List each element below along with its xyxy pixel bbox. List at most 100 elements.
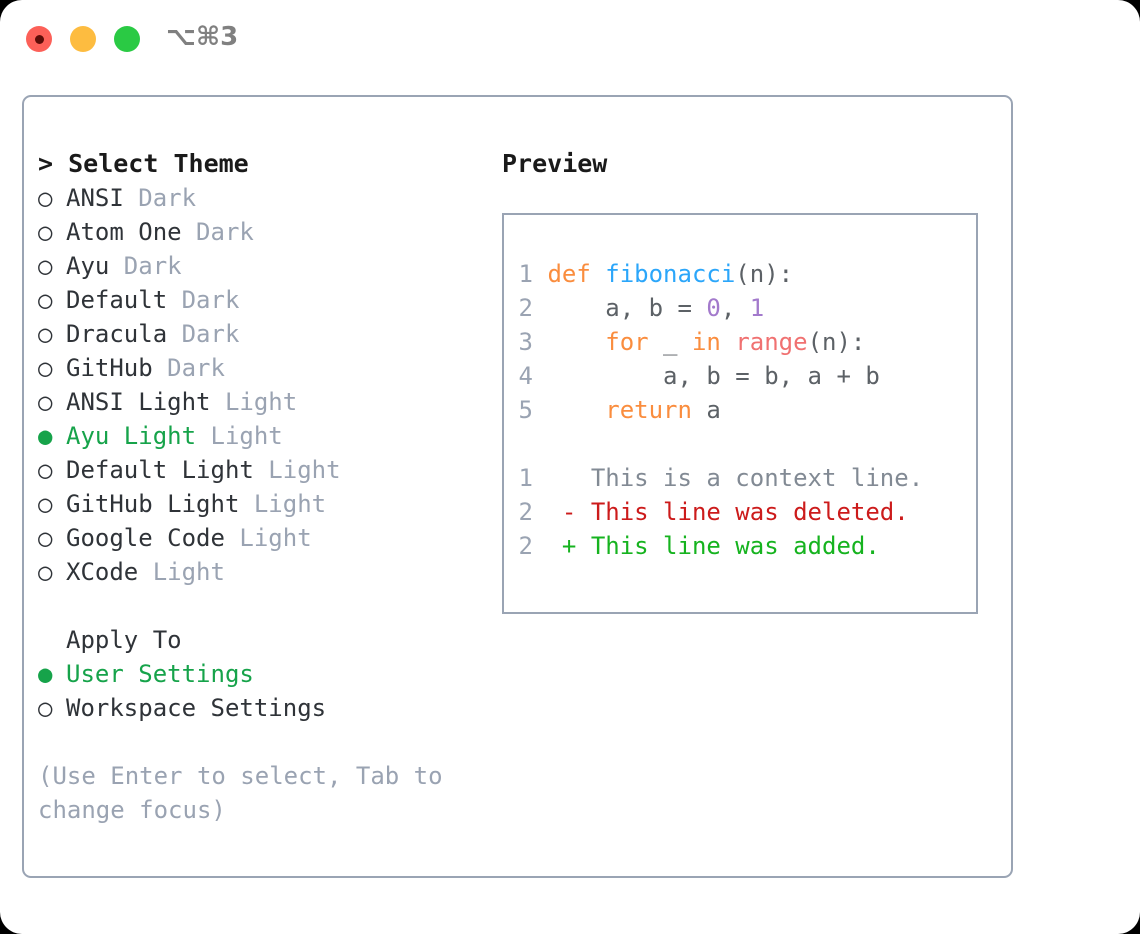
diff-line-number: 2 xyxy=(518,532,533,560)
theme-option-label: Atom One xyxy=(66,218,197,246)
diff-line-number: 1 xyxy=(518,464,533,492)
theme-option-variant: Light xyxy=(224,388,298,416)
theme-option-variant: Dark xyxy=(196,218,254,246)
diff-line-number: 2 xyxy=(518,498,533,526)
code-token: _ xyxy=(648,328,692,356)
theme-option-variant: Light xyxy=(253,490,327,518)
theme-option-ayu-light[interactable]: ● Ayu Light Light xyxy=(38,419,478,453)
theme-option-variant: Light xyxy=(239,524,312,552)
theme-option-variant: Dark xyxy=(181,286,240,314)
diff-marker: - xyxy=(561,498,591,526)
apply-to-option-list[interactable]: ● User Settings ○ Workspace Settings xyxy=(38,657,478,725)
apply-to-option-label: Workspace Settings xyxy=(66,694,327,722)
diff-text: This is a context line. xyxy=(590,464,924,492)
code-token xyxy=(547,328,605,356)
code-line-number: 1 xyxy=(518,260,533,288)
minimize-button-icon[interactable] xyxy=(70,26,96,52)
apply-to-section: Apply To ●User Settings○Workspace Settin… xyxy=(38,623,478,725)
code-line: 5 return a xyxy=(518,393,968,427)
code-line: 2 a, b = 0, 1 xyxy=(518,291,968,325)
theme-option-default[interactable]: ○ Default Dark xyxy=(38,283,478,317)
theme-option-default-light[interactable]: ○ Default Light Light xyxy=(38,453,478,487)
code-line: 1 def fibonacci(n): xyxy=(518,257,968,291)
theme-option-variant: Light xyxy=(210,422,283,450)
keyboard-hint-text: (Use Enter to select, Tab to change focu… xyxy=(38,762,443,824)
theme-option-google-code[interactable]: ○ Google Code Light xyxy=(38,521,478,555)
code-token: fibonacci xyxy=(605,260,736,288)
diff-marker xyxy=(562,464,591,492)
apply-to-option-workspace-settings[interactable]: ○ Workspace Settings xyxy=(38,691,478,725)
code-token xyxy=(547,396,605,424)
preview-heading: Preview xyxy=(502,149,608,178)
code-token: , xyxy=(720,294,750,322)
radio-unselected-icon: ○ xyxy=(38,252,53,280)
diff-line: 2 + This line was added. xyxy=(518,529,968,563)
theme-option-list[interactable]: ○ANSI Dark○Atom One Dark○Ayu Dark○Defaul… xyxy=(38,181,478,589)
code-token xyxy=(721,328,735,356)
diff-block: 1 This is a context line.2 - This line w… xyxy=(518,461,968,563)
diff-line: 2 - This line was deleted. xyxy=(518,495,968,529)
theme-list-column: > Select Theme ○ANSI Dark○Atom One Dark○… xyxy=(38,147,478,827)
radio-unselected-icon: ○ xyxy=(38,286,53,314)
theme-option-label: Default xyxy=(66,286,182,314)
radio-unselected-icon: ○ xyxy=(38,490,53,518)
title-bar: ⌥⌘3 xyxy=(0,0,1140,78)
radio-selected-icon: ● xyxy=(38,660,53,688)
theme-option-github-light[interactable]: ○ GitHub Light Light xyxy=(38,487,478,521)
theme-option-label: ANSI xyxy=(66,184,139,212)
theme-option-xcode[interactable]: ○ XCode Light xyxy=(38,555,478,589)
code-token: 0 xyxy=(706,294,721,322)
radio-unselected-icon: ○ xyxy=(38,558,53,586)
theme-option-variant: Dark xyxy=(181,320,240,348)
radio-selected-icon: ● xyxy=(38,422,53,450)
preview-column: Preview 1 def fibonacci(n):2 a, b = 0, 1… xyxy=(502,147,992,614)
theme-option-label: Ayu xyxy=(66,252,124,280)
theme-selector-panel: > Select Theme ○ANSI Dark○Atom One Dark○… xyxy=(22,95,1013,878)
radio-unselected-icon: ○ xyxy=(38,694,53,722)
diff-line: 1 This is a context line. xyxy=(518,461,968,495)
theme-option-dracula[interactable]: ○Dracula Dark xyxy=(38,317,478,351)
keyboard-shortcut-label: ⌥⌘3 xyxy=(166,22,239,52)
theme-option-label: XCode xyxy=(66,558,153,586)
theme-option-label: Default Light xyxy=(66,456,269,484)
radio-unselected-icon: ○ xyxy=(38,184,53,212)
code-token: range xyxy=(735,328,808,356)
traffic-light-group xyxy=(26,26,140,52)
code-token: for xyxy=(605,328,649,356)
code-token: def xyxy=(547,260,606,288)
theme-option-ayu[interactable]: ○Ayu Dark xyxy=(38,249,478,283)
theme-option-label: GitHub Light xyxy=(66,490,254,518)
code-token: a, b = xyxy=(547,294,707,322)
theme-option-variant: Light xyxy=(152,558,225,586)
diff-marker: + xyxy=(561,532,591,560)
theme-option-ansi[interactable]: ○ANSI Dark xyxy=(38,181,478,215)
theme-option-label: ANSI Light xyxy=(66,388,225,416)
close-button-icon[interactable] xyxy=(26,26,52,52)
code-diff-spacer xyxy=(518,427,968,461)
code-token: (n): xyxy=(735,260,794,288)
theme-option-label: Ayu Light xyxy=(66,422,211,450)
diff-text: This line was deleted. xyxy=(590,498,909,526)
theme-option-label: Google Code xyxy=(66,524,240,552)
radio-unselected-icon: ○ xyxy=(38,456,53,484)
radio-unselected-icon: ○ xyxy=(38,524,53,552)
code-token: a, b = b, a + b xyxy=(547,362,880,390)
zoom-button-icon[interactable] xyxy=(114,26,140,52)
code-line-number: 5 xyxy=(518,396,533,424)
code-token: (n): xyxy=(807,328,866,356)
radio-unselected-icon: ○ xyxy=(38,388,53,416)
select-theme-heading: > Select Theme xyxy=(38,149,249,178)
code-token: a xyxy=(691,396,721,424)
theme-option-github[interactable]: ○GitHub Dark xyxy=(38,351,478,385)
theme-option-atom-one[interactable]: ○Atom One Dark xyxy=(38,215,478,249)
theme-option-ansi-light[interactable]: ○ ANSI Light Light xyxy=(38,385,478,419)
code-token: in xyxy=(691,328,721,356)
apply-to-option-label: User Settings xyxy=(66,660,254,688)
theme-option-label: Dracula xyxy=(66,320,182,348)
apply-to-option-user-settings[interactable]: ● User Settings xyxy=(38,657,478,691)
theme-option-variant: Light xyxy=(268,456,341,484)
